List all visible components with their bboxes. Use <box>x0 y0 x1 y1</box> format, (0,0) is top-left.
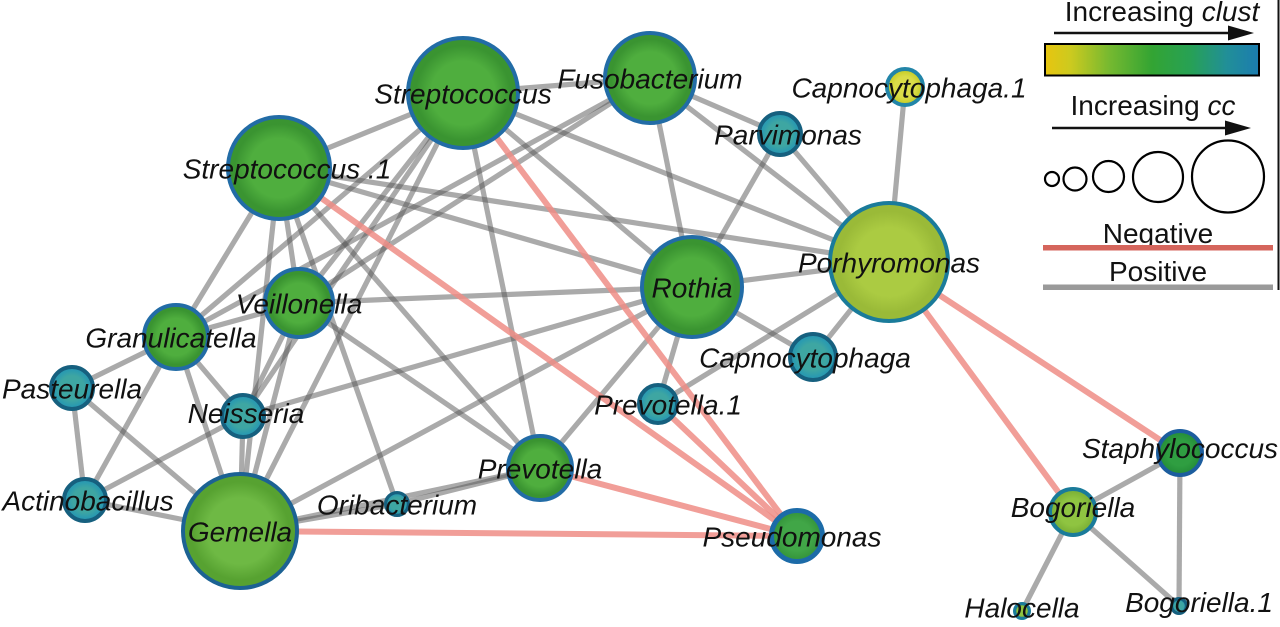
svg-text:Pasteurella: Pasteurella <box>2 374 142 405</box>
svg-text:Gemella: Gemella <box>188 517 292 548</box>
svg-text:Bogoriella.1: Bogoriella.1 <box>1125 587 1273 618</box>
svg-text:Streptococcus: Streptococcus <box>374 79 551 110</box>
svg-text:Actinobacillus: Actinobacillus <box>0 486 173 517</box>
svg-text:Capnocytophaga.1: Capnocytophaga.1 <box>791 73 1026 104</box>
svg-text:Pseudomonas: Pseudomonas <box>702 522 881 553</box>
svg-text:Capnocytophaga: Capnocytophaga <box>699 343 911 374</box>
svg-text:Neisseria: Neisseria <box>188 398 305 429</box>
svg-text:Prevotella.1: Prevotella.1 <box>594 390 742 421</box>
svg-text:Positive: Positive <box>1109 256 1207 287</box>
svg-text:Parvimonas: Parvimonas <box>714 120 862 151</box>
svg-text:Negative: Negative <box>1103 218 1214 249</box>
svg-text:Prevotella: Prevotella <box>478 454 603 485</box>
svg-text:Veillonella: Veillonella <box>236 289 363 320</box>
svg-text:Rothia: Rothia <box>652 273 733 304</box>
svg-text:Porhyromonas: Porhyromonas <box>798 248 980 279</box>
svg-text:Staphylococcus: Staphylococcus <box>1082 433 1278 464</box>
svg-text:Streptococcus .1: Streptococcus .1 <box>183 154 392 185</box>
svg-text:Halocella: Halocella <box>964 593 1079 623</box>
svg-text:Granulicatella: Granulicatella <box>85 323 256 354</box>
svg-text:Increasing clust: Increasing clust <box>1065 0 1261 27</box>
svg-text:Oribacterium: Oribacterium <box>317 490 477 521</box>
svg-text:Increasing cc: Increasing cc <box>1071 90 1236 121</box>
svg-text:Fusobacterium: Fusobacterium <box>557 64 742 95</box>
svg-text:Bogoriella: Bogoriella <box>1011 492 1136 523</box>
